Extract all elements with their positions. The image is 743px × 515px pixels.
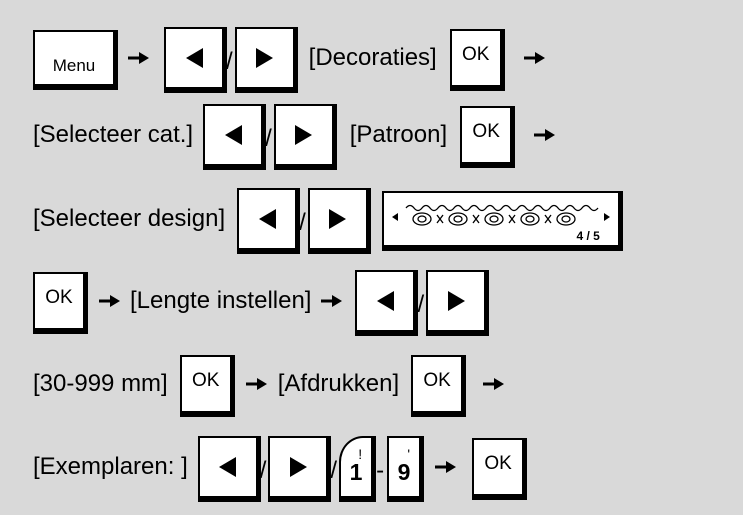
ok-key-label: OK bbox=[423, 370, 451, 391]
lcd-right-triangle-icon bbox=[603, 213, 610, 221]
step-row-2: [Selecteer cat.] / [Patroon] OK bbox=[33, 104, 743, 166]
key-9-label: 9 bbox=[397, 459, 411, 485]
right-arrow-icon bbox=[99, 294, 121, 308]
right-triangle-icon bbox=[256, 48, 274, 68]
ok-key[interactable]: OK bbox=[179, 355, 232, 413]
step-row-4: OK [Lengte instellen] / bbox=[33, 270, 743, 332]
right-arrow-icon bbox=[483, 377, 505, 391]
step-lengte-instellen: [Lengte instellen] bbox=[130, 287, 312, 314]
slash-separator: / bbox=[265, 125, 272, 152]
ok-key[interactable]: OK bbox=[33, 272, 85, 330]
step-afdrukken: [Afdrukken] bbox=[277, 370, 400, 397]
step-row-3: [Selecteer design] / bbox=[33, 188, 743, 250]
right-triangle-icon bbox=[447, 291, 465, 311]
right-arrow-icon bbox=[534, 128, 556, 142]
step-range: [30-999 mm] bbox=[33, 370, 168, 397]
ok-key[interactable]: OK bbox=[449, 29, 502, 87]
ok-key[interactable]: OK bbox=[460, 106, 513, 164]
ok-key-label: OK bbox=[45, 287, 73, 308]
right-cursor-key[interactable] bbox=[268, 436, 329, 498]
right-cursor-key[interactable] bbox=[426, 270, 487, 332]
menu-key[interactable]: Menu bbox=[33, 30, 115, 86]
left-triangle-icon bbox=[258, 209, 276, 229]
left-cursor-key[interactable] bbox=[164, 27, 224, 89]
menu-key-label: Menu bbox=[52, 56, 96, 75]
ok-key-label: OK bbox=[484, 453, 512, 474]
left-cursor-key[interactable] bbox=[237, 188, 298, 250]
ok-key[interactable]: OK bbox=[411, 355, 464, 413]
step-selecteer-design: [Selecteer design] bbox=[33, 205, 226, 232]
right-arrow-icon bbox=[524, 51, 546, 65]
left-triangle-icon bbox=[376, 291, 394, 311]
left-triangle-icon bbox=[219, 457, 237, 477]
left-triangle-icon bbox=[185, 48, 203, 68]
key-1-symbol: ! bbox=[358, 446, 363, 462]
pattern-preview-icon bbox=[405, 204, 599, 226]
number-key-9[interactable]: '9 bbox=[387, 436, 422, 498]
step-exemplaren: [Exemplaren: ] bbox=[33, 453, 188, 480]
slash-separator: / bbox=[226, 48, 233, 75]
right-arrow-icon bbox=[246, 377, 268, 391]
ok-key-label: OK bbox=[472, 121, 500, 142]
right-cursor-key[interactable] bbox=[234, 27, 295, 89]
left-cursor-key[interactable] bbox=[203, 104, 264, 166]
step-decoraties: [Decoraties] bbox=[308, 44, 437, 71]
step-row-5: [30-999 mm] OK [Afdrukken] OK bbox=[33, 355, 743, 413]
dash-separator: - bbox=[376, 457, 385, 484]
key-9-symbol: ' bbox=[407, 446, 411, 462]
right-arrow-icon bbox=[321, 294, 343, 308]
step-patroon: [Patroon] bbox=[349, 121, 448, 148]
ok-key[interactable]: OK bbox=[472, 438, 525, 496]
step-row-1: Menu / [Decoraties] OK bbox=[33, 27, 743, 89]
slash-separator: / bbox=[299, 209, 306, 236]
step-row-6: [Exemplaren: ] / / !1 - '9 OK bbox=[33, 436, 743, 498]
right-triangle-icon bbox=[289, 457, 307, 477]
number-key-1[interactable]: !1 bbox=[339, 436, 374, 498]
slash-separator: / bbox=[330, 457, 338, 484]
key-1-label: 1 bbox=[349, 459, 363, 485]
right-triangle-icon bbox=[295, 125, 313, 145]
slash-separator: / bbox=[417, 291, 425, 318]
right-cursor-key[interactable] bbox=[307, 188, 368, 250]
left-triangle-icon bbox=[224, 125, 242, 145]
ok-key-label: OK bbox=[191, 370, 220, 391]
right-arrow-icon bbox=[128, 51, 150, 65]
ok-key-label: OK bbox=[462, 44, 490, 65]
left-cursor-key[interactable] bbox=[355, 270, 416, 332]
lcd-preview: 4 / 5 bbox=[381, 191, 620, 247]
slash-separator: / bbox=[259, 457, 267, 484]
step-selecteer-cat: [Selecteer cat.] bbox=[33, 121, 194, 148]
right-arrow-icon bbox=[435, 460, 457, 474]
lcd-page-indicator: 4 / 5 bbox=[576, 229, 600, 243]
left-cursor-key[interactable] bbox=[197, 436, 258, 498]
lcd-left-triangle-icon bbox=[391, 213, 398, 221]
right-cursor-key[interactable] bbox=[273, 104, 334, 166]
right-triangle-icon bbox=[329, 209, 347, 229]
